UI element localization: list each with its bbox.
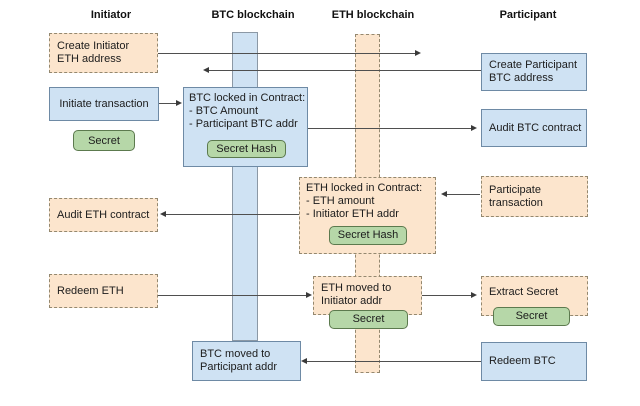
column-title-btc-blockchain: BTC blockchain — [211, 9, 295, 21]
eth-moved-secret-pill: Secret — [329, 310, 408, 329]
create-initiator-eth-address-box: Create Initiator ETH address — [49, 33, 158, 73]
box-text: - ETH amount — [306, 195, 375, 207]
box-text: - Participant BTC addr — [189, 118, 298, 130]
box-text: transaction — [489, 196, 543, 209]
box-text: - BTC Amount — [189, 105, 259, 117]
box-text: ETH locked in Contract: — [306, 182, 423, 194]
box-text: Redeem ETH — [57, 284, 124, 297]
arrowhead-left-audit-eth — [160, 210, 166, 217]
arrowhead-right-eth-moved — [306, 291, 312, 298]
arrow-line-participate-to-eth-lock — [447, 194, 480, 195]
eth-secret-hash-pill: Secret Hash — [329, 226, 407, 245]
redeem-btc-box: Redeem BTC — [481, 342, 587, 381]
arrowhead-right-btc-lock — [176, 99, 182, 106]
arrow-line-eth-address-exchange — [158, 53, 415, 54]
create-participant-btc-address-box: Create Participant BTC address — [481, 53, 587, 91]
box-text: Audit ETH contract — [57, 208, 150, 221]
arrowhead-right-audit-btc — [471, 124, 477, 131]
redeem-eth-box: Redeem ETH — [49, 274, 158, 308]
box-text: - Initiator ETH addr — [306, 208, 399, 220]
box-text: BTC moved to — [200, 348, 271, 360]
initiate-transaction-box: Initiate transaction — [49, 87, 159, 121]
box-text: Audit BTC contract — [489, 121, 582, 134]
box-text: BTC locked in Contract: — [189, 92, 306, 104]
extract-secret-pill: Secret — [493, 307, 570, 326]
arrow-line-redeembtc-to-btcmoved — [307, 361, 481, 362]
initiator-secret-pill: Secret — [73, 130, 135, 151]
pill-text: Secret — [88, 134, 120, 147]
audit-eth-contract-box: Audit ETH contract — [49, 198, 158, 232]
btc-secret-hash-pill: Secret Hash — [207, 140, 286, 158]
box-text: Create Initiator — [57, 40, 130, 52]
box-text: Initiate transaction — [59, 97, 149, 110]
column-title-eth-blockchain: ETH blockchain — [331, 9, 415, 21]
column-title-participant: Participant — [499, 9, 557, 21]
box-text: Extract Secret — [489, 286, 559, 298]
audit-btc-contract-box: Audit BTC contract — [481, 109, 587, 147]
box-text: Redeem BTC — [489, 355, 556, 367]
btc-blockchain-band — [232, 32, 258, 341]
box-text: ETH moved to — [321, 282, 392, 294]
box-text: BTC address — [489, 72, 554, 84]
extract-secret-box: Extract Secret Secret — [481, 276, 588, 326]
box-text: Participant addr — [200, 361, 278, 373]
btc-locked-contract-box: BTC locked in Contract: - BTC Amount - P… — [183, 87, 308, 167]
arrow-line-btc-address-exchange — [209, 70, 481, 71]
column-title-initiator: Initiator — [90, 9, 132, 21]
eth-moved-to-initiator-box: ETH moved to Initiator addr Secret — [313, 276, 422, 329]
arrowhead-right-eth-address — [415, 49, 421, 56]
box-text: Create Participant — [489, 59, 578, 71]
box-text: Initiator addr — [321, 295, 383, 307]
pill-text: Secret Hash — [216, 142, 277, 155]
box-text: ETH address — [57, 53, 122, 65]
arrowhead-left-btc-address — [203, 66, 209, 73]
arrowhead-right-extract-secret — [471, 291, 477, 298]
pill-text: Secret — [352, 313, 385, 325]
arrowhead-left-btc-moved — [301, 357, 307, 364]
pill-text: Secret Hash — [337, 229, 399, 241]
pill-text: Secret — [515, 310, 548, 322]
btc-moved-to-participant-box: BTC moved to Participant addr — [192, 341, 301, 381]
box-text: Participate — [489, 183, 541, 196]
arrowhead-left-eth-lock — [441, 190, 447, 197]
arrow-line-ethmoved-to-extract — [422, 295, 471, 296]
arrow-line-initiate-to-btc-lock — [159, 103, 177, 104]
arrow-line-btclock-to-audit — [308, 128, 471, 129]
arrow-line-ethlock-to-audit — [166, 214, 299, 215]
eth-locked-contract-box: ETH locked in Contract: - ETH amount - I… — [299, 177, 436, 254]
arrow-line-redeem-eth-to-ethmoved — [157, 295, 306, 296]
participate-transaction-box: Participate transaction — [481, 176, 588, 217]
